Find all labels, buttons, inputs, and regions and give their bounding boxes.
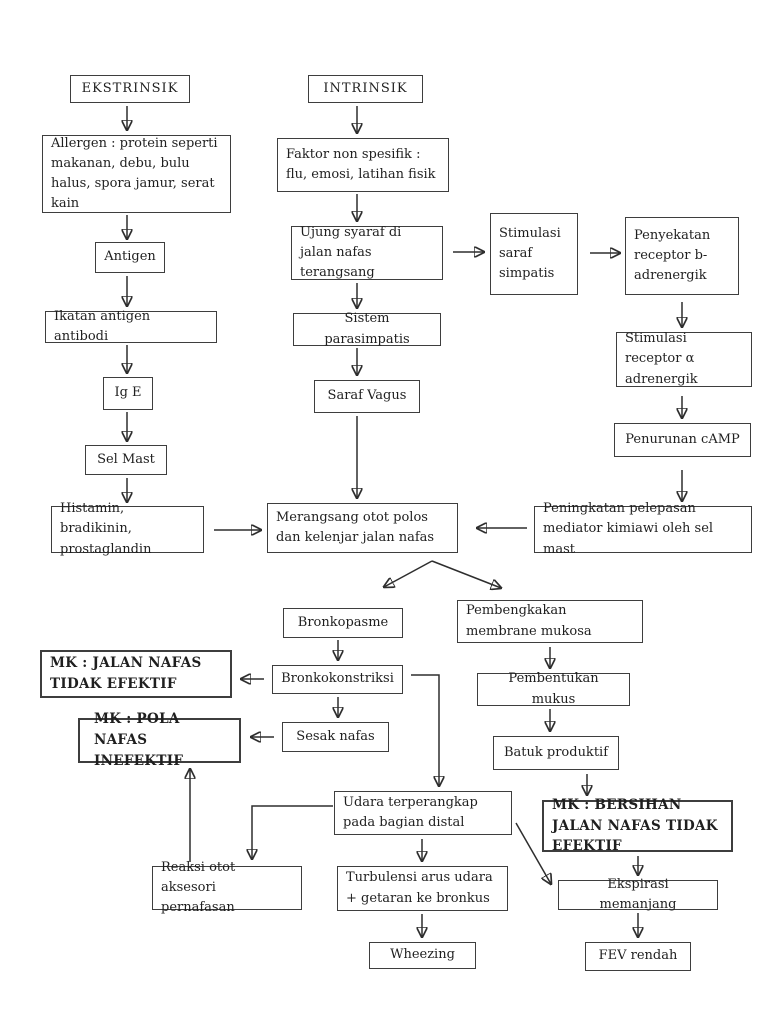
node-ujung-syaraf: Ujung syaraf di jalan nafas terangsang: [291, 225, 443, 280]
node-mk-pola-nafas-inefektif: MK : POLA NAFAS INEFEKTIF: [78, 711, 241, 769]
node-ekspirasi-memanjang: Ekspirasi memanjang: [558, 877, 718, 912]
node-ekstrinsik: EKSTRINSIK: [70, 75, 190, 103]
node-fev-rendah: FEV rendah: [585, 942, 691, 971]
node-stimulasi-receptor-alpha: Stimulasi receptor α adrenergik: [616, 331, 752, 387]
node-wheezing: Wheezing: [369, 942, 476, 969]
node-sesak-nafas: Sesak nafas: [282, 722, 389, 752]
arrow-merangsang-bronkopasme: [384, 560, 433, 587]
arrow-merangsang-pembengkakan: [431, 560, 501, 588]
arrow-bronkokonstriksi-udara: [411, 674, 439, 786]
node-bronkokonstriksi: Bronkokonstriksi: [272, 665, 403, 694]
node-udara-terperangkap: Udara terperangkap pada bagian distal: [334, 791, 512, 835]
node-ig-e: Ig E: [103, 377, 153, 410]
node-mk-bersihan-jalan-nafas: MK : BERSIHAN JALAN NAFAS TIDAK EFEKTIF: [542, 797, 733, 854]
node-mk-jalan-nafas-tidak-efektif: MK : JALAN NAFAS TIDAK EFEKTIF: [40, 650, 232, 698]
node-pembengkakan-membrane: Pembengkakan membrane mukosa: [457, 600, 643, 643]
node-merangsang-otot-polos: Merangsang otot polos dan kelenjar jalan…: [267, 503, 458, 553]
node-sel-mast: Sel Mast: [85, 445, 167, 475]
node-intrinsik: INTRINSIK: [308, 75, 423, 103]
node-saraf-vagus: Saraf Vagus: [314, 380, 420, 413]
node-allergen: Allergen : protein seperti makanan, debu…: [42, 135, 231, 213]
node-histamin: Histamin, bradikinin, prostaglandin: [51, 501, 204, 557]
node-reaksi-otot-aksesori: Reaksi otot aksesori pernafasan: [152, 860, 302, 915]
node-antigen: Antigen: [95, 242, 165, 273]
node-ikatan-antigen-antibodi: Ikatan antigen antibodi: [45, 309, 217, 344]
node-sistem-parasimpatis: Sistem parasimpatis: [293, 311, 441, 347]
node-faktor-non-spesifik: Faktor non spesifik : flu, emosi, latiha…: [277, 138, 449, 192]
node-stimulasi-saraf-simpatis: Stimulasi saraf simpatis: [490, 213, 578, 295]
node-penurunan-camp: Penurunan cAMP: [614, 423, 751, 457]
node-bronkopasme: Bronkopasme: [283, 608, 403, 638]
arrow-udara-ekspirasi: [515, 822, 551, 884]
node-penyekatan-receptor-b: Penyekatan receptor b- adrenergik: [625, 217, 739, 295]
node-pembentukan-mukus: Pembentukan mukus: [477, 671, 630, 707]
node-peningkatan-pelepasan-mediator: Peningkatan pelepasan mediator kimiawi o…: [534, 501, 752, 557]
node-turbulensi-arus-udara: Turbulensi arus udara + getaran ke bronk…: [337, 866, 508, 911]
arrow-udara-reaksi: [252, 805, 333, 859]
node-batuk-produktif: Batuk produktif: [493, 736, 619, 770]
